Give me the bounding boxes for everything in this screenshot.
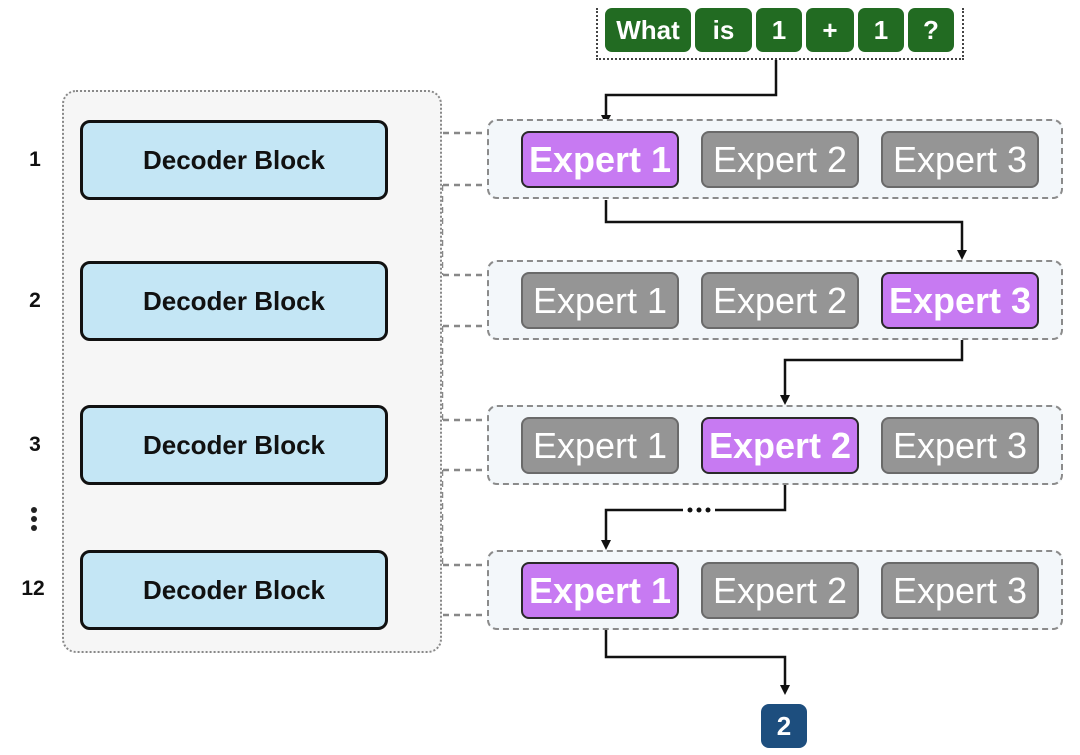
layer-number: 2 (29, 289, 41, 312)
expert-layer: Expert 1 Expert 2 Expert 3 (487, 119, 1063, 199)
layer-number: 3 (29, 433, 41, 456)
input-token: is (695, 8, 752, 52)
expert-layer: Expert 1 Expert 2 Expert 3 (487, 405, 1063, 485)
inactive-expert-box: Expert 2 (701, 131, 859, 188)
layer-number: 12 (21, 577, 45, 600)
input-token: 1 (858, 8, 904, 52)
input-token: What (605, 8, 691, 52)
layer-ellipsis-icon (31, 507, 37, 531)
input-token-frame (596, 8, 964, 60)
ellipsis-connector (687, 507, 711, 513)
inactive-expert-box: Expert 1 (521, 417, 679, 474)
inactive-expert-box: Expert 1 (521, 272, 679, 329)
output-token: 2 (761, 704, 807, 748)
decoder-block: Decoder Block (80, 120, 388, 200)
inactive-expert-box: Expert 3 (881, 562, 1039, 619)
decoder-block: Decoder Block (80, 261, 388, 341)
active-expert-box: Expert 3 (881, 272, 1039, 329)
inactive-expert-box: Expert 3 (881, 131, 1039, 188)
decoder-block: Decoder Block (80, 550, 388, 630)
layer-number: 1 (29, 148, 41, 171)
active-expert-box: Expert 1 (521, 562, 679, 619)
input-token: ? (908, 8, 954, 52)
active-expert-box: Expert 2 (701, 417, 859, 474)
inactive-expert-box: Expert 2 (701, 562, 859, 619)
decoder-block: Decoder Block (80, 405, 388, 485)
inactive-expert-box: Expert 3 (881, 417, 1039, 474)
active-expert-box: Expert 1 (521, 131, 679, 188)
input-token: 1 (756, 8, 802, 52)
input-token: + (806, 8, 854, 52)
inactive-expert-box: Expert 2 (701, 272, 859, 329)
expert-layer: Expert 1 Expert 2 Expert 3 (487, 260, 1063, 340)
expert-layer: Expert 1 Expert 2 Expert 3 (487, 550, 1063, 630)
